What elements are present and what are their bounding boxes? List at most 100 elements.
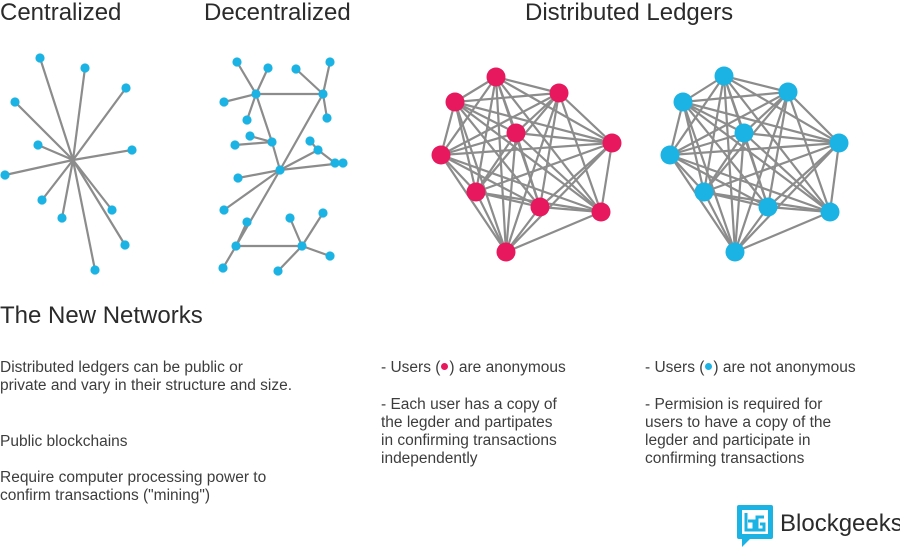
- network-edge: [71, 158, 114, 212]
- network-node: [725, 242, 745, 262]
- network-node: [318, 208, 328, 218]
- network-edge: [538, 205, 603, 214]
- network-node: [602, 133, 622, 153]
- network-node: [486, 67, 506, 87]
- network-edge: [294, 67, 325, 96]
- blockgeeks-logo-icon: [737, 505, 773, 547]
- centralized-network: [0, 53, 137, 275]
- network-edge: [702, 131, 746, 194]
- network-edge: [474, 190, 508, 254]
- network-node: [778, 82, 798, 102]
- network-edge: [681, 100, 832, 214]
- network-node: [660, 145, 680, 165]
- network-edge: [722, 74, 737, 254]
- network-node: [242, 217, 252, 227]
- network-edge: [453, 100, 603, 214]
- network-node: [305, 136, 315, 146]
- network-node: [820, 202, 840, 222]
- network-edge: [668, 90, 790, 157]
- copy-line-1: - Each user has a copy of: [381, 396, 557, 413]
- network-edge: [668, 153, 832, 214]
- network-node: [734, 123, 754, 143]
- network-node: [318, 89, 328, 99]
- network-node: [714, 66, 734, 86]
- network-edge: [681, 100, 737, 254]
- network-node: [549, 83, 569, 103]
- network-edge: [222, 168, 282, 212]
- network-edge: [288, 216, 304, 248]
- network-edge: [766, 205, 832, 214]
- network-edge: [439, 131, 518, 157]
- users-prefix: - Users (: [645, 359, 705, 376]
- network-edge: [71, 148, 134, 162]
- network-node: [325, 57, 335, 67]
- non-anonymous-users-line: - Users () are not anonymous: [645, 359, 856, 378]
- network-diagrams: [0, 53, 849, 276]
- network-edge: [233, 140, 274, 147]
- network-edge: [494, 75, 561, 95]
- network-node: [80, 63, 90, 73]
- network-node: [35, 53, 45, 63]
- network-edge: [766, 90, 790, 209]
- decentralized-network: [218, 57, 348, 276]
- network-edge: [786, 90, 832, 214]
- network-node: [273, 266, 283, 276]
- network-edge: [702, 190, 737, 254]
- distributed-network-anonymous: [431, 67, 622, 262]
- network-edge: [514, 91, 561, 135]
- network-node: [232, 57, 242, 67]
- network-edge: [71, 86, 128, 162]
- network-node: [230, 140, 240, 150]
- network-node: [242, 115, 252, 125]
- network-node: [673, 92, 693, 112]
- network-edge: [300, 244, 332, 258]
- network-edge: [453, 100, 518, 135]
- network-edge: [766, 141, 841, 209]
- network-node: [758, 197, 778, 217]
- network-edge: [321, 60, 332, 96]
- network-edge: [235, 60, 258, 96]
- network-edge: [236, 168, 282, 180]
- network-edge: [514, 131, 603, 214]
- network-edge: [668, 153, 737, 254]
- network-node: [263, 63, 273, 73]
- network-edge: [453, 91, 561, 104]
- network-node: [245, 131, 255, 141]
- network-edge: [668, 131, 746, 157]
- network-edge: [828, 141, 841, 214]
- network-node: [267, 137, 277, 147]
- network-edge: [742, 131, 770, 209]
- network-node: [338, 158, 348, 168]
- copy-line-2: the legder and partipates: [381, 414, 553, 431]
- network-node: [330, 158, 340, 168]
- network-node: [445, 92, 465, 112]
- network-edge: [439, 141, 614, 157]
- network-node: [0, 170, 10, 180]
- network-edge: [599, 141, 614, 214]
- network-edge: [13, 100, 75, 162]
- network-edge: [36, 143, 75, 162]
- network-node: [694, 182, 714, 202]
- network-node: [325, 251, 335, 261]
- network-edge: [733, 210, 832, 254]
- network-node: [251, 89, 261, 99]
- network-edge: [439, 153, 603, 214]
- anonymous-users-line: - Users () are anonymous: [381, 359, 566, 378]
- network-node: [285, 213, 295, 223]
- mining-line-2: confirm transactions ("mining"): [0, 487, 210, 504]
- network-edge: [38, 56, 75, 162]
- network-edge: [270, 140, 282, 172]
- network-node: [10, 97, 20, 107]
- network-edge: [71, 158, 97, 272]
- network-edge: [668, 74, 726, 157]
- network-edge: [786, 90, 841, 145]
- heading-distributed-ledgers: Distributed Ledgers: [525, 0, 734, 26]
- network-edge: [276, 244, 304, 273]
- network-edge: [60, 158, 75, 220]
- network-edge: [474, 141, 614, 194]
- permission-line-3: legder and participate in: [645, 432, 811, 449]
- network-edge: [254, 92, 274, 144]
- network-edge: [254, 66, 270, 96]
- network-node: [90, 265, 100, 275]
- network-edge: [278, 148, 320, 172]
